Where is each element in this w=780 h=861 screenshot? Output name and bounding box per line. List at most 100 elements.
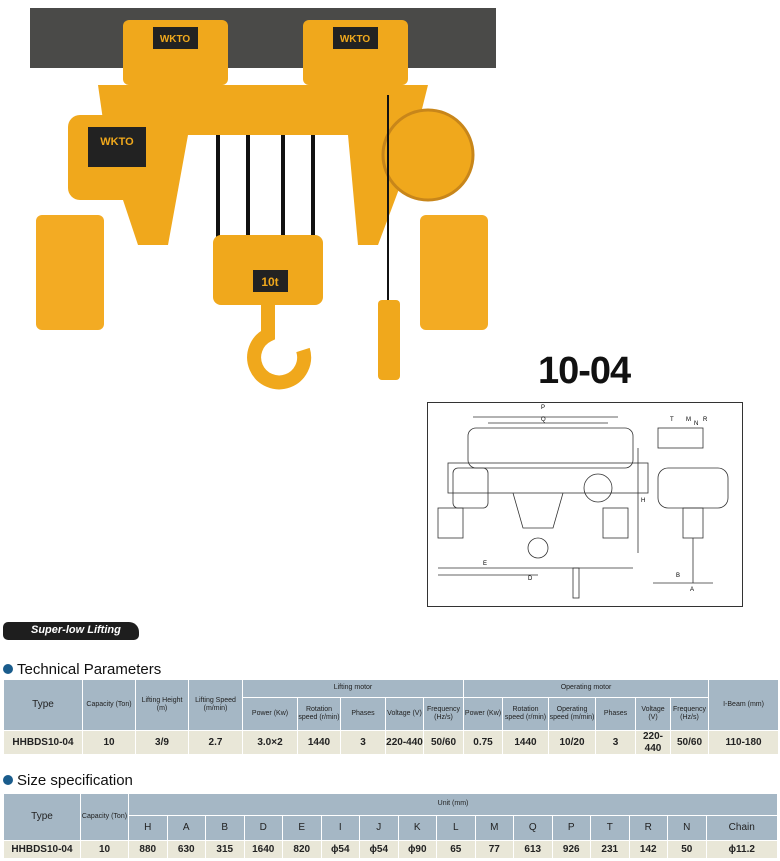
table-cell: 1640 [243, 840, 283, 859]
table-cell: 0.75 [463, 730, 503, 755]
table-cell: 3.0×2 [242, 730, 298, 755]
header-i: I [320, 815, 360, 841]
table-cell: 613 [513, 840, 553, 859]
technical-parameters-heading: Technical Parameters [3, 661, 161, 678]
header-l-frequency: Frequency (Hz/s) [423, 697, 464, 731]
dim-label-r: R [703, 417, 708, 423]
section-title: Technical Parameters [17, 661, 162, 678]
header-capacity: Capacity (Ton) [80, 793, 129, 841]
header-l-rotation: Rotation speed (r/min) [297, 697, 341, 731]
super-low-lifting-badge: Super-low Lifting [3, 622, 139, 640]
table-cell: 880 [128, 840, 168, 859]
hoist-product-image: WKTO WKTO WKTO 10t [30, 8, 496, 390]
header-lifting-motor: Lifting motor [242, 679, 464, 698]
table-cell: 1440 [297, 730, 341, 755]
table-cell: 1440 [502, 730, 549, 755]
table-cell: 820 [282, 840, 322, 859]
header-d: D [243, 815, 283, 841]
svg-text:WKTO: WKTO [340, 34, 371, 45]
table-cell: 315 [205, 840, 245, 859]
header-k: K [397, 815, 437, 841]
dim-label-t: T [670, 417, 674, 423]
header-o-voltage: Voltage (V) [635, 697, 671, 731]
table-cell: 3 [595, 730, 636, 755]
table-cell: 110-180 [708, 730, 780, 755]
header-o-power: Power (Kw) [463, 697, 503, 731]
header-m: M [474, 815, 514, 841]
table-cell: 65 [436, 840, 476, 859]
table-cell: 10 [82, 730, 136, 755]
header-h: H [128, 815, 168, 841]
header-o-rotation: Rotation speed (r/min) [502, 697, 549, 731]
header-l-voltage: Voltage (V) [385, 697, 424, 731]
table-cell: 50/60 [423, 730, 464, 755]
table-cell: 630 [166, 840, 206, 859]
header-l-power: Power (Kw) [242, 697, 298, 731]
header-q: Q [513, 815, 553, 841]
table-cell: 142 [628, 840, 668, 859]
header-unit: Unit (mm) [128, 793, 778, 816]
table-cell: 50 [667, 840, 707, 859]
header-e: E [282, 815, 322, 841]
table-cell: 926 [551, 840, 591, 859]
dim-label-n: N [694, 421, 699, 427]
table-cell: ϕ11.2 [705, 840, 778, 859]
header-ibeam: I-Beam (mm) [708, 679, 780, 731]
section-title: Size specification [17, 772, 133, 789]
header-type: Type [3, 679, 83, 731]
dim-label-b: B [676, 573, 681, 579]
table-cell: 10 [80, 840, 129, 859]
dimension-drawing: P Q H E D T M R N B A [427, 402, 743, 607]
table-cell: 231 [590, 840, 630, 859]
header-l: L [436, 815, 476, 841]
size-specification-heading: Size specification [3, 772, 133, 789]
header-n: N [667, 815, 707, 841]
table-cell: 220-440 [385, 730, 424, 755]
header-operating-motor: Operating motor [462, 679, 710, 698]
header-b: B [205, 815, 245, 841]
dim-label-p: P [541, 405, 546, 411]
model-title: 10-04 [538, 350, 631, 392]
table-cell: 2.7 [188, 730, 243, 755]
capacity-label: 10t [261, 275, 278, 289]
header-j: J [359, 815, 399, 841]
dim-label-m: M [686, 417, 691, 423]
dim-label-a: A [690, 587, 695, 593]
table-cell: 220-440 [635, 730, 671, 755]
bullet-icon [3, 775, 13, 785]
dim-label-e: E [483, 561, 488, 567]
header-o-speed: Operating speed (m/min) [548, 697, 596, 731]
header-lifting-height: Lifting Height (m) [135, 679, 189, 731]
header-capacity: Capacity (Ton) [82, 679, 136, 731]
dim-label-h: H [641, 498, 646, 504]
brand-label: WKTO [100, 136, 134, 148]
table-cell: 10/20 [548, 730, 596, 755]
table-cell: ϕ90 [397, 840, 437, 859]
table-cell: 50/60 [669, 730, 710, 755]
svg-text:WKTO: WKTO [160, 34, 191, 45]
header-r: R [628, 815, 668, 841]
dim-label-q: Q [541, 417, 546, 423]
header-chain: Chain [705, 815, 778, 841]
header-o-frequency: Frequency (Hz/s) [669, 697, 710, 731]
table-cell: ϕ54 [320, 840, 360, 859]
header-lifting-speed: Lifting Speed (m/min) [188, 679, 243, 731]
table-cell: HHBDS10-04 [3, 840, 81, 859]
table-cell: HHBDS10-04 [3, 730, 83, 755]
table-cell: 3/9 [135, 730, 189, 755]
header-a: A [166, 815, 206, 841]
table-cell: 77 [474, 840, 514, 859]
header-t: T [590, 815, 630, 841]
header-l-phases: Phases [340, 697, 386, 731]
header-o-phases: Phases [595, 697, 636, 731]
header-p: P [551, 815, 591, 841]
badge-label: Super-low Lifting [31, 624, 121, 636]
header-type: Type [3, 793, 81, 841]
table-cell: ϕ54 [359, 840, 399, 859]
bullet-icon [3, 664, 13, 674]
technical-parameters-table: Type Capacity (Ton) Lifting Height (m) L… [3, 679, 780, 755]
table-cell: 3 [340, 730, 386, 755]
